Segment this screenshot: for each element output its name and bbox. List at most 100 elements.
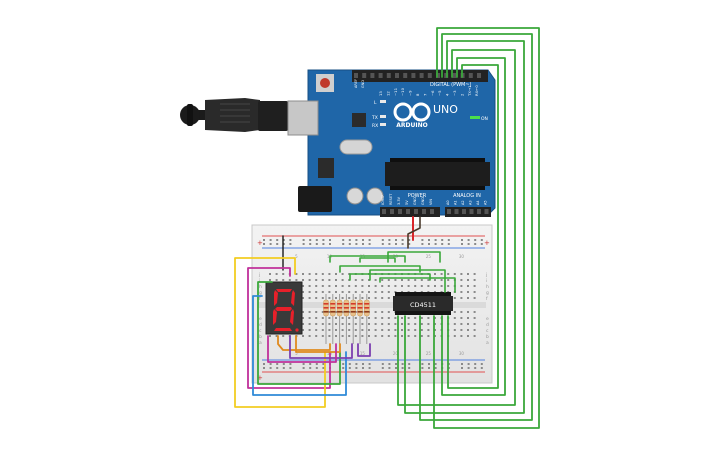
- digital-pin-label: 2: [459, 93, 464, 96]
- header-pin[interactable]: [414, 209, 418, 214]
- header-pin[interactable]: [454, 209, 459, 214]
- header-pin[interactable]: [452, 73, 457, 78]
- row-letter: h: [259, 284, 262, 290]
- header-pin[interactable]: [422, 209, 426, 214]
- header-pin[interactable]: [362, 73, 367, 78]
- header-pin[interactable]: [354, 73, 358, 78]
- column-number: 30: [459, 351, 465, 356]
- analog-pin-label: A0: [446, 200, 450, 205]
- header-pin[interactable]: [484, 209, 489, 214]
- header-pin[interactable]: [406, 209, 410, 214]
- header-pin[interactable]: [403, 73, 408, 78]
- row-letter: d: [259, 322, 262, 328]
- digital-pin-label: ~6: [430, 90, 435, 96]
- resistor-band: [330, 307, 336, 309]
- rail-plus-label-right: +: [484, 239, 490, 247]
- row-letter: d: [486, 322, 489, 328]
- row-letter: f: [259, 296, 261, 302]
- usb-chip: [352, 113, 366, 127]
- header-pin[interactable]: [468, 73, 473, 78]
- header-pin[interactable]: [477, 209, 481, 214]
- analog-pin-label: A5: [484, 200, 488, 205]
- wire-green-3: [404, 40, 525, 414]
- resistor-band: [364, 303, 370, 305]
- analog-pin-label: A3: [469, 200, 473, 205]
- resistor-band: [337, 311, 343, 313]
- row-letter: b: [486, 334, 489, 340]
- arduino-logo: [393, 102, 431, 122]
- rail-plus-label-bottom: +: [257, 374, 263, 382]
- header-pin[interactable]: [477, 73, 481, 78]
- board-model: UNO: [433, 103, 458, 116]
- wire-green-4: [397, 49, 516, 406]
- row-letter: a: [486, 341, 489, 346]
- analog-header-label: ANALOG IN: [453, 193, 481, 199]
- wire-green-top-2: [339, 265, 421, 273]
- row-letter: g: [259, 291, 262, 296]
- header-pin[interactable]: [395, 73, 399, 78]
- cd4511-chip: CD4511: [393, 292, 453, 315]
- digital-pin-label: 13: [378, 91, 383, 96]
- header-pin[interactable]: [386, 73, 391, 78]
- power-pin-label: 3.3V: [397, 196, 401, 205]
- row-letter: h: [486, 284, 489, 290]
- power-pin-label: GND: [413, 197, 417, 205]
- header-pin[interactable]: [370, 73, 375, 78]
- row-letter: j: [485, 272, 487, 278]
- row-letter: c: [259, 329, 262, 334]
- digital-pin-label: 7: [422, 93, 427, 96]
- column-number: 5: [295, 254, 298, 259]
- resistor-band: [343, 311, 349, 313]
- atmega-chip: [385, 162, 490, 186]
- resistor-band: [330, 303, 336, 305]
- digital-pin-label: TX→1: [467, 85, 472, 97]
- resistor-band: [337, 307, 343, 309]
- power-pin-label: VIN: [429, 199, 433, 205]
- header-pin[interactable]: [469, 209, 474, 214]
- row-letter: e: [486, 317, 489, 322]
- column-number: 25: [426, 351, 432, 356]
- power-jack: [298, 186, 332, 212]
- header-pin[interactable]: [398, 209, 402, 214]
- resistor-band: [343, 307, 349, 309]
- column-number: 25: [426, 254, 432, 259]
- digital-header-label: DIGITAL (PWM~): [430, 82, 472, 88]
- capacitor-right: [366, 187, 384, 205]
- header-pin[interactable]: [427, 73, 432, 78]
- center-channel: [258, 302, 486, 308]
- wire-green-top-4: [359, 257, 396, 263]
- wire-green-top-3: [349, 273, 431, 281]
- resistor-band: [330, 311, 336, 313]
- row-letter: b: [259, 334, 262, 340]
- wire-green-2: [419, 33, 533, 421]
- wire-green-1: [433, 27, 540, 429]
- header-pin[interactable]: [390, 209, 394, 214]
- header-pin[interactable]: [419, 73, 424, 78]
- power-header-label: POWER: [408, 193, 427, 199]
- header-pin[interactable]: [436, 73, 440, 78]
- wire-orange-1: [277, 335, 331, 351]
- header-pin[interactable]: [382, 209, 386, 214]
- header-pin[interactable]: [378, 73, 383, 78]
- regulator: [318, 158, 334, 178]
- wire-green-top-1: [329, 255, 406, 263]
- arduino-board: ARDUINO UNO DIGITAL (PWM~) L TX RX ON PO…: [287, 69, 496, 217]
- header-pin[interactable]: [462, 209, 466, 214]
- header-pin[interactable]: [430, 209, 434, 214]
- capacitor-left: [346, 187, 364, 205]
- wire-green-top-5: [369, 269, 446, 293]
- column-number: 30: [459, 254, 465, 259]
- wire-magenta-top: [247, 267, 331, 389]
- power-pin-label: GND: [421, 197, 425, 205]
- wire-green-top-6: [379, 277, 456, 293]
- header-pin[interactable]: [447, 209, 451, 214]
- led-label-rx: RX: [372, 123, 378, 129]
- arduino-logo-text: ARDUINO: [396, 122, 427, 129]
- resistor-band: [357, 311, 363, 313]
- ic-label: CD4511: [410, 301, 436, 309]
- wire-gnd: [407, 216, 421, 249]
- header-pin[interactable]: [411, 73, 416, 78]
